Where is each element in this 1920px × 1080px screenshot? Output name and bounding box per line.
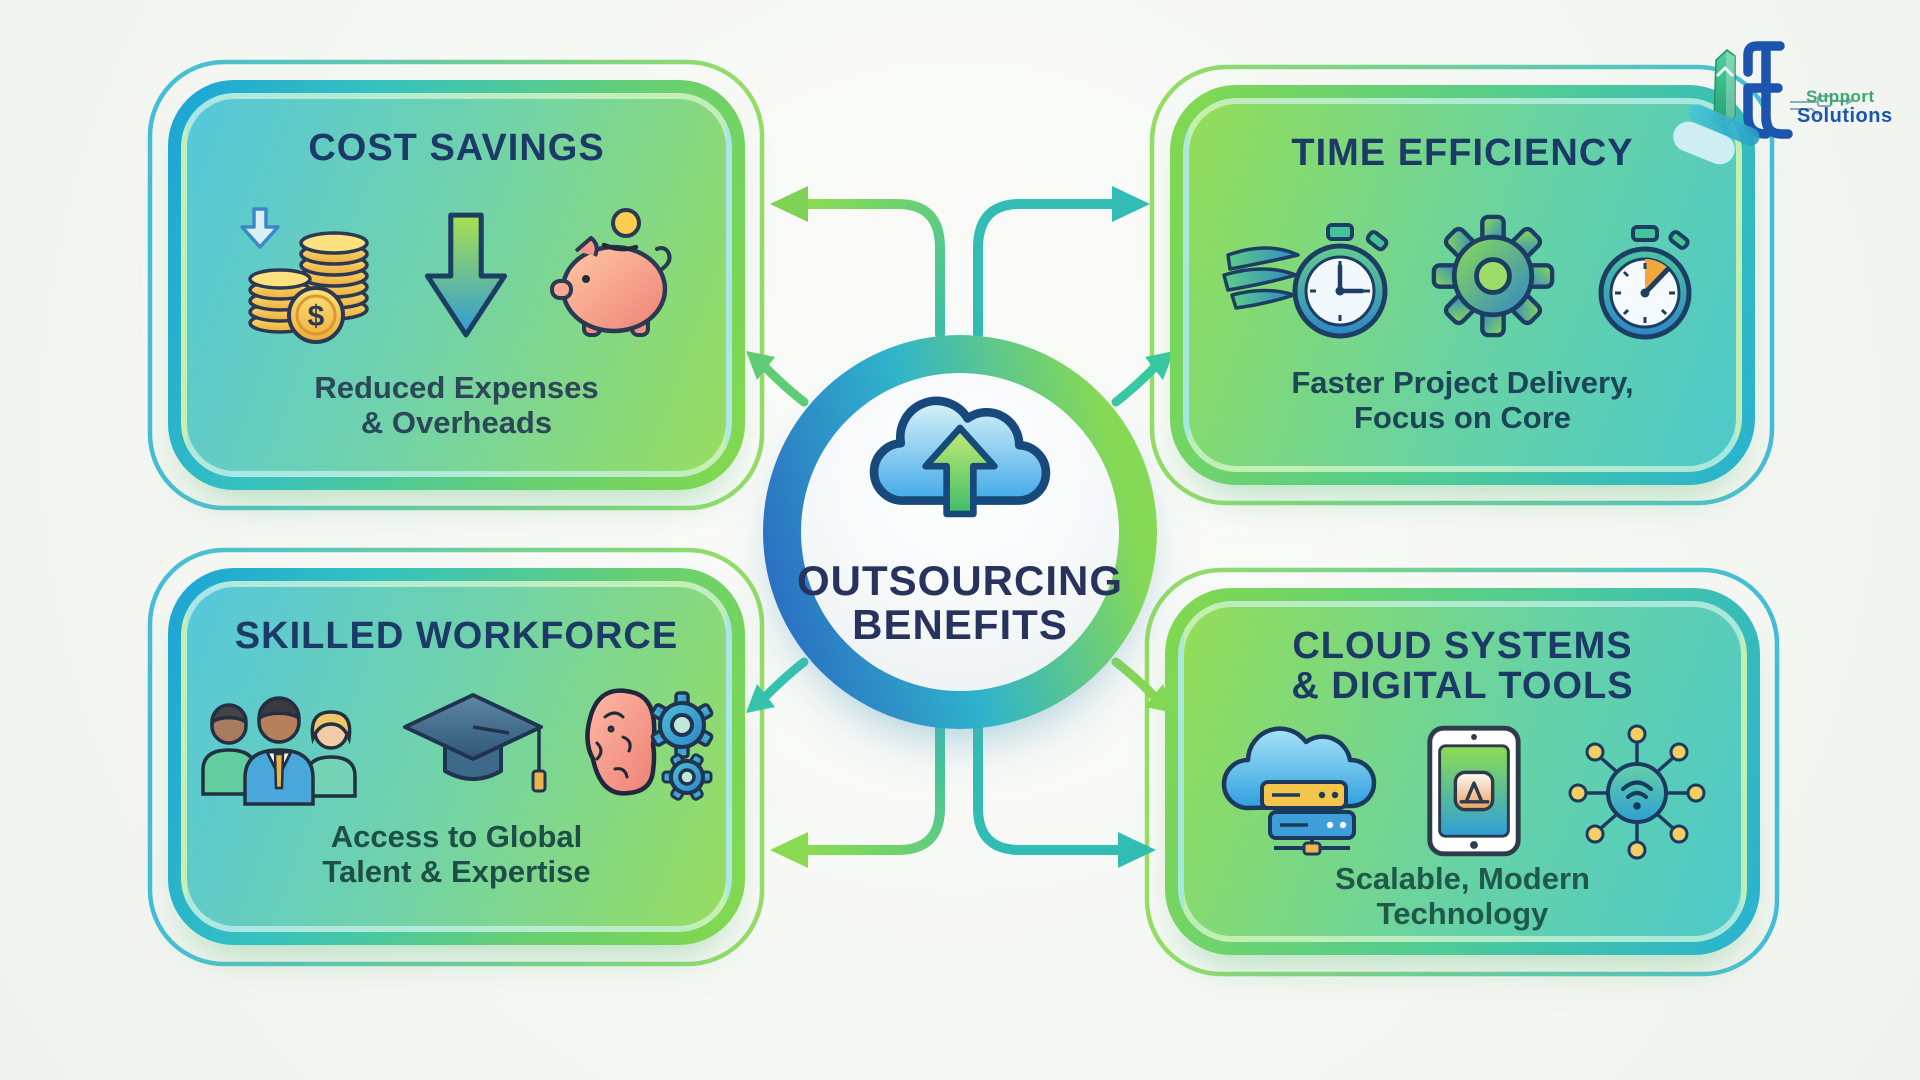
echo-outline-cloud	[1144, 567, 1780, 977]
hub-title-line2: BENEFITS	[852, 601, 1068, 648]
graduation-cap-icon	[402, 692, 546, 793]
arrow-to-skilled-workforce	[770, 723, 945, 868]
brain-gears-icon	[584, 688, 713, 801]
diagonal-arrow-down-left	[746, 657, 809, 713]
card-body: Faster Project Delivery, Focus on Core	[1291, 364, 1634, 436]
card-body: Access to Global Talent & Expertise	[322, 818, 591, 890]
card-title: TIME EFFICIENCY	[1291, 132, 1634, 174]
diagonal-arrow-up-right	[1111, 351, 1174, 407]
svg-text:$: $	[307, 300, 324, 333]
hub-title-line1: OUTSOURCING	[797, 557, 1123, 604]
down-arrow-icon	[424, 212, 507, 338]
network-icon	[1568, 724, 1705, 860]
card-cloud-digital-tools: CLOUD SYSTEMS & DIGITAL TOOLS	[1165, 588, 1760, 955]
logo-mark-it	[1713, 41, 1854, 139]
echo-outline-cost	[147, 59, 765, 511]
arrow-to-time-efficiency	[973, 186, 1150, 339]
logo-word-solutions: Solutions	[1797, 105, 1893, 127]
card-cost-savings: COST SAVINGS	[168, 80, 745, 490]
diagonal-arrow-up-left	[746, 351, 809, 407]
small-down-arrow-icon	[239, 207, 280, 250]
gear-icon	[1431, 214, 1554, 338]
arrow-to-cost-savings	[770, 186, 945, 339]
logo-word-support: Support	[1806, 87, 1875, 106]
icon-row	[191, 671, 723, 819]
cloud-server-icon	[1221, 726, 1376, 856]
card-title: COST SAVINGS	[308, 127, 605, 169]
winged-stopwatch-icon	[1221, 223, 1388, 339]
card-time-efficiency: TIME EFFICIENCY	[1170, 85, 1755, 485]
central-hub: OUTSOURCING BENEFITS	[763, 335, 1157, 729]
card-body: Reduced Expenses & Overheads	[314, 369, 599, 441]
stopwatch-icon	[1598, 225, 1691, 340]
card-body: Scalable, Modern Technology	[1335, 860, 1590, 932]
card-title: SKILLED WORKFORCE	[234, 615, 679, 657]
card-skilled-workforce: SKILLED WORKFORCE	[168, 568, 745, 945]
piggy-bank-icon	[549, 208, 671, 338]
arrow-to-cloud-digital	[973, 723, 1156, 868]
tablet-icon	[1426, 725, 1521, 857]
team-icon	[200, 696, 357, 806]
icon-row	[1214, 721, 1712, 861]
coins-icon: $	[239, 207, 369, 345]
card-title: CLOUD SYSTEMS & DIGITAL TOOLS	[1291, 625, 1634, 707]
icon-row: $	[232, 183, 682, 370]
cloud-upload-icon	[869, 396, 1051, 518]
echo-outline-skill	[147, 547, 765, 967]
it-support-solutions-logo: Support Solutions	[1668, 30, 1910, 169]
echo-outline-time	[1149, 64, 1775, 506]
icon-row	[1221, 188, 1704, 365]
